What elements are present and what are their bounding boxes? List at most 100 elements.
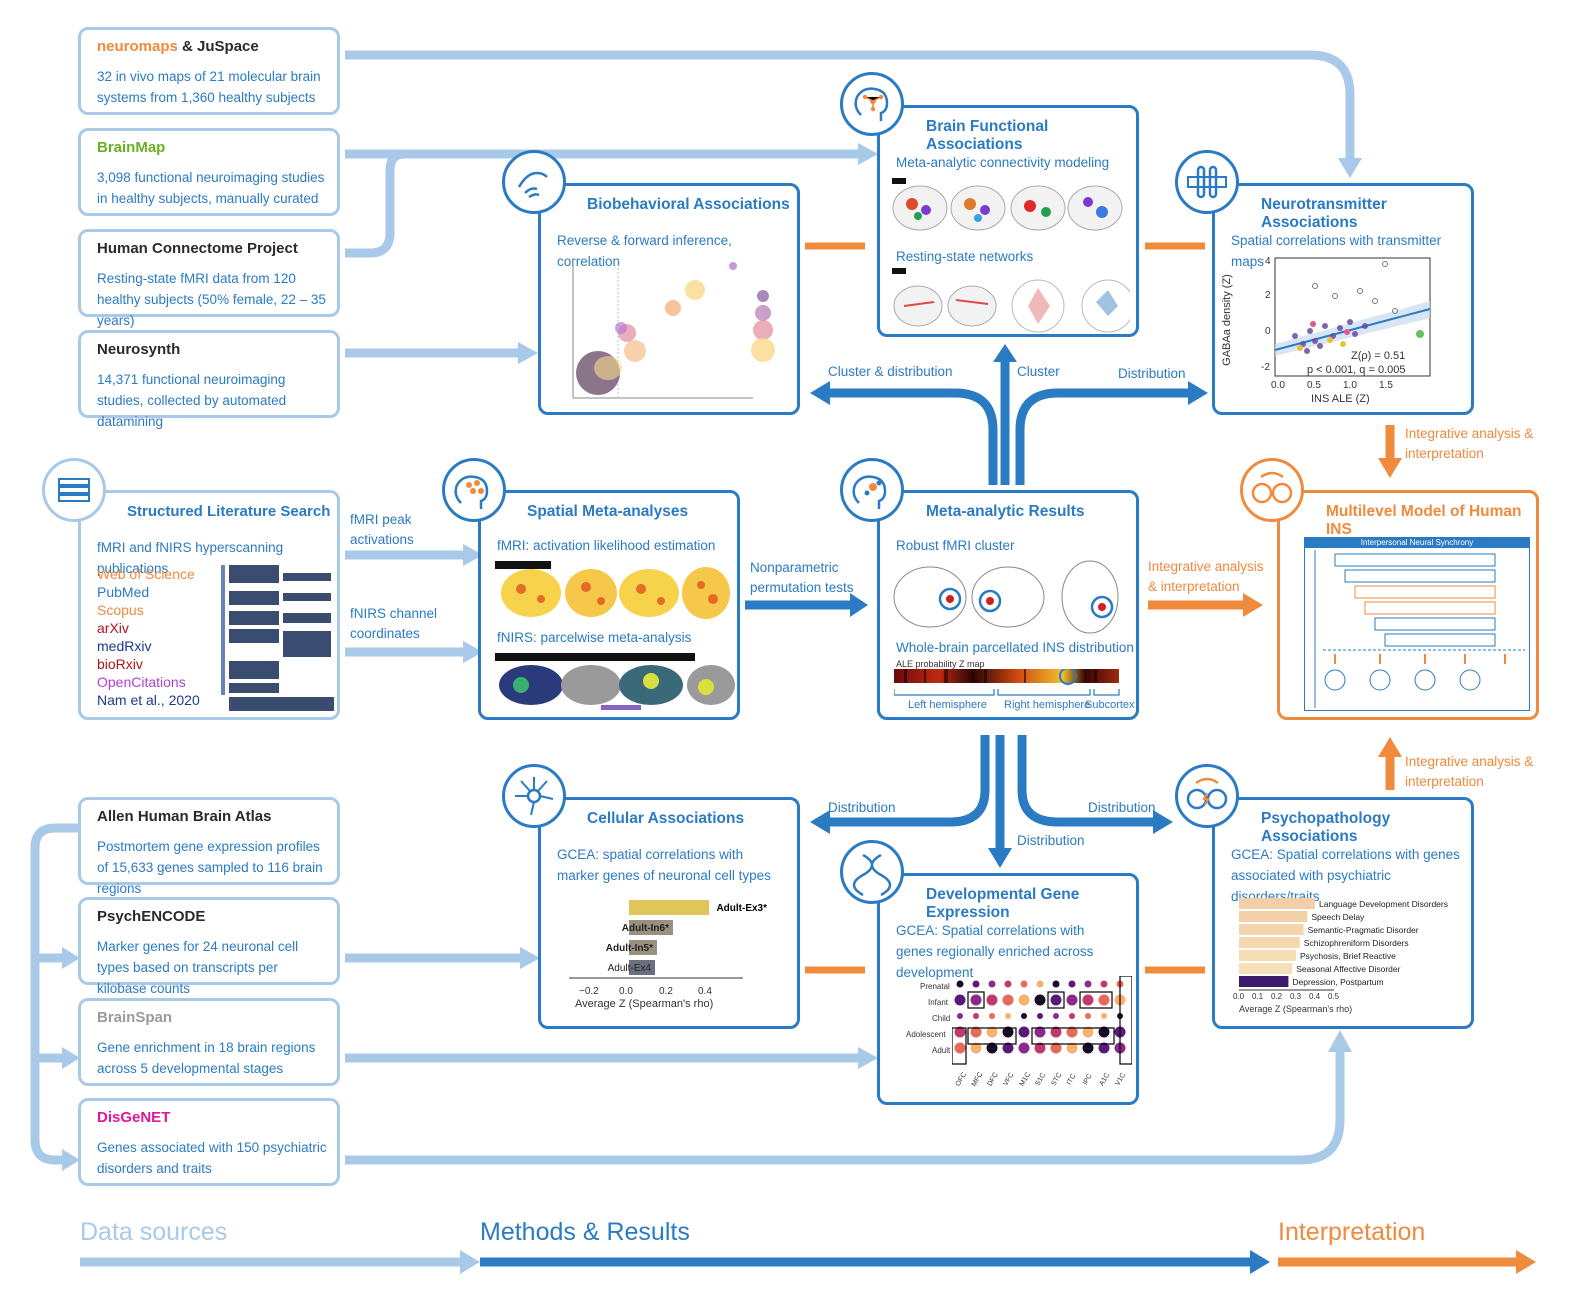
dev-dot-4-4 <box>1018 1042 1030 1054</box>
hemi-brackets <box>894 689 1120 696</box>
dev-dot-0-4 <box>1020 980 1028 988</box>
prisma-flowchart <box>221 565 334 711</box>
stage-prenatal: Prenatal <box>920 982 950 991</box>
dev-dot-3-9 <box>1098 1026 1110 1038</box>
psychopathology-title: Psychopathology Associations <box>1261 810 1391 845</box>
brain-dots-icon <box>442 458 506 522</box>
cell-bar-0 <box>629 900 709 915</box>
source-psychencode: PsychENCODE Marker genes for 24 neuronal… <box>78 897 340 996</box>
hcp-title: Human Connectome Project <box>97 240 298 257</box>
disgenet-desc: Genes associated with 150 psychiatric di… <box>97 1140 327 1176</box>
psych-xtick-2: 0.2 <box>1271 992 1283 1001</box>
dev-dot-0-5 <box>1036 980 1044 988</box>
db-web-of-science: Web of Science <box>97 566 195 582</box>
psych-bar-0 <box>1239 898 1315 909</box>
dev-dot-3-3 <box>1002 1026 1014 1038</box>
arrow-hcp <box>345 149 406 258</box>
brainspan-desc: Gene enrichment in 18 brain regions acro… <box>97 1040 316 1076</box>
psych-bar-4 <box>1239 950 1296 961</box>
psychencode-desc: Marker genes for 24 neuronal cell types … <box>97 939 299 996</box>
psych-bar-label-5: Seasonal Affective Disorder <box>1296 964 1400 974</box>
dev-region-2: DFC <box>986 1071 1000 1088</box>
dev-dot-2-1 <box>973 1013 979 1019</box>
psych-bar-label-2: Semantic-Pragmatic Disorder <box>1308 925 1419 935</box>
dev-dot-2-0 <box>957 1013 963 1019</box>
dev-region-0: OFC <box>954 1071 969 1088</box>
label-integrative-mid: Integrative analysis & interpretation <box>1148 559 1264 594</box>
psych-bar-6 <box>1239 976 1289 987</box>
box-developmental: Developmental Gene Expression GCEA: Spat… <box>877 873 1139 1105</box>
psych-bar-1 <box>1239 911 1308 922</box>
dev-dot-3-6 <box>1050 1026 1062 1038</box>
db-arxiv: arXiv <box>97 620 129 636</box>
dev-dot-3-8 <box>1082 1026 1094 1038</box>
dev-region-6: STC <box>1050 1071 1064 1088</box>
hemi-left-label: Left hemisphere <box>908 699 987 711</box>
hcp-desc: Resting-state fMRI data from 120 healthy… <box>97 271 326 328</box>
robust-cluster-brains <box>893 560 1119 634</box>
cell-xlabel: Average Z (Spearman's rho) <box>575 998 714 1010</box>
dev-region-3: VFC <box>1002 1071 1016 1088</box>
biobehavioral-handshake-icon <box>502 150 566 214</box>
multilevel-mini-diagram <box>1314 550 1525 708</box>
dev-dot-3-1 <box>970 1026 982 1038</box>
dev-dot-0-7 <box>1068 980 1076 988</box>
literature-title: Structured Literature Search <box>127 503 331 520</box>
gaba-ytick-1: 2 <box>1265 290 1271 301</box>
cellular-sub: GCEA: spatial correlations with marker g… <box>557 847 771 883</box>
psych-xtick-3: 0.3 <box>1290 992 1302 1001</box>
cell-bar-label-3: Adult-Ex4 <box>608 963 652 974</box>
dna-icon <box>840 840 904 904</box>
dev-dot-0-0 <box>956 980 964 988</box>
gaba-stat2: p < 0.001, q = 0.005 <box>1307 364 1406 376</box>
allen-desc: Postmortem gene expression profiles of 1… <box>97 839 323 896</box>
spatial-title: Spatial Meta-analyses <box>527 503 689 520</box>
dev-dot-1-4 <box>1018 994 1030 1006</box>
psych-xtick-5: 0.5 <box>1328 992 1340 1001</box>
two-heads-icon <box>1175 764 1239 828</box>
dev-region-9: A1C <box>1098 1071 1112 1088</box>
brainfunctional-title: Brain Functional Associations <box>926 118 1049 153</box>
stage-adolescent: Adolescent <box>906 1030 946 1039</box>
hemi-right-label: Right hemisphere <box>1004 699 1091 711</box>
bottom-data-sources: Data sources <box>80 1218 228 1246</box>
bottom-methods-results: Methods & Results <box>480 1218 690 1246</box>
dev-dot-3-0 <box>954 1026 966 1038</box>
dev-region-4: M1C <box>1018 1071 1033 1088</box>
dev-dot-1-7 <box>1066 994 1078 1006</box>
cell-xtick-1: 0.0 <box>619 986 633 997</box>
source-literature: Structured Literature Search fMRI and fN… <box>78 490 340 720</box>
box-results: Meta-analytic Results Robust fMRI cluste… <box>877 490 1139 720</box>
dev-region-10: V1C <box>1114 1071 1128 1088</box>
dev-region-5: S1C <box>1034 1071 1048 1088</box>
label-integrative-bottom: Integrative analysis & interpretation <box>1405 754 1534 789</box>
box-brain-functional: Brain Functional Associations Meta-analy… <box>877 105 1139 337</box>
dev-dot-4-8 <box>1082 1042 1094 1054</box>
label-integrative-top: Integrative analysis & interpretation <box>1405 426 1534 461</box>
box-neurotransmitter: Neurotransmitter Associations Spatial co… <box>1212 183 1474 415</box>
psych-xtick-0: 0.0 <box>1233 992 1245 1001</box>
gaba-xtick-2: 1.0 <box>1343 380 1357 391</box>
psych-bar-label-3: Schizophreniform Disorders <box>1304 938 1409 948</box>
db-scopus: Scopus <box>97 602 144 618</box>
db-medrxiv: medRxiv <box>97 638 152 654</box>
box-multilevel: Multilevel Model of Human INS Interperso… <box>1277 490 1539 720</box>
brainmap-desc: 3,098 functional neuroimaging studies in… <box>97 170 325 206</box>
psych-xtick-4: 0.4 <box>1309 992 1321 1001</box>
gaba-xtick-3: 1.5 <box>1379 380 1393 391</box>
results-sub1: Robust fMRI cluster <box>896 538 1015 553</box>
box-spatial: Spatial Meta-analyses fMRI: activation l… <box>478 490 740 720</box>
neurosynth-title: Neurosynth <box>97 341 181 358</box>
brainspan-title: BrainSpan <box>97 1009 173 1026</box>
dev-dot-1-9 <box>1098 994 1110 1006</box>
neuromaps-title: neuromaps <box>97 38 178 55</box>
cellular-bar-chart: Adult-Ex3*Adult-In6*Adult-In5*Adult-Ex4 <box>569 900 767 979</box>
brainfunctional-sub1: Meta-analytic connectivity modeling <box>896 155 1110 170</box>
gaba-scatter <box>1274 257 1431 377</box>
db-pubmed: PubMed <box>97 584 150 600</box>
books-icon <box>42 458 106 522</box>
cell-bar-label-0: Adult-Ex3* <box>716 903 767 914</box>
arrow-neuromaps <box>345 50 1355 160</box>
brainmap-title: BrainMap <box>97 139 166 156</box>
